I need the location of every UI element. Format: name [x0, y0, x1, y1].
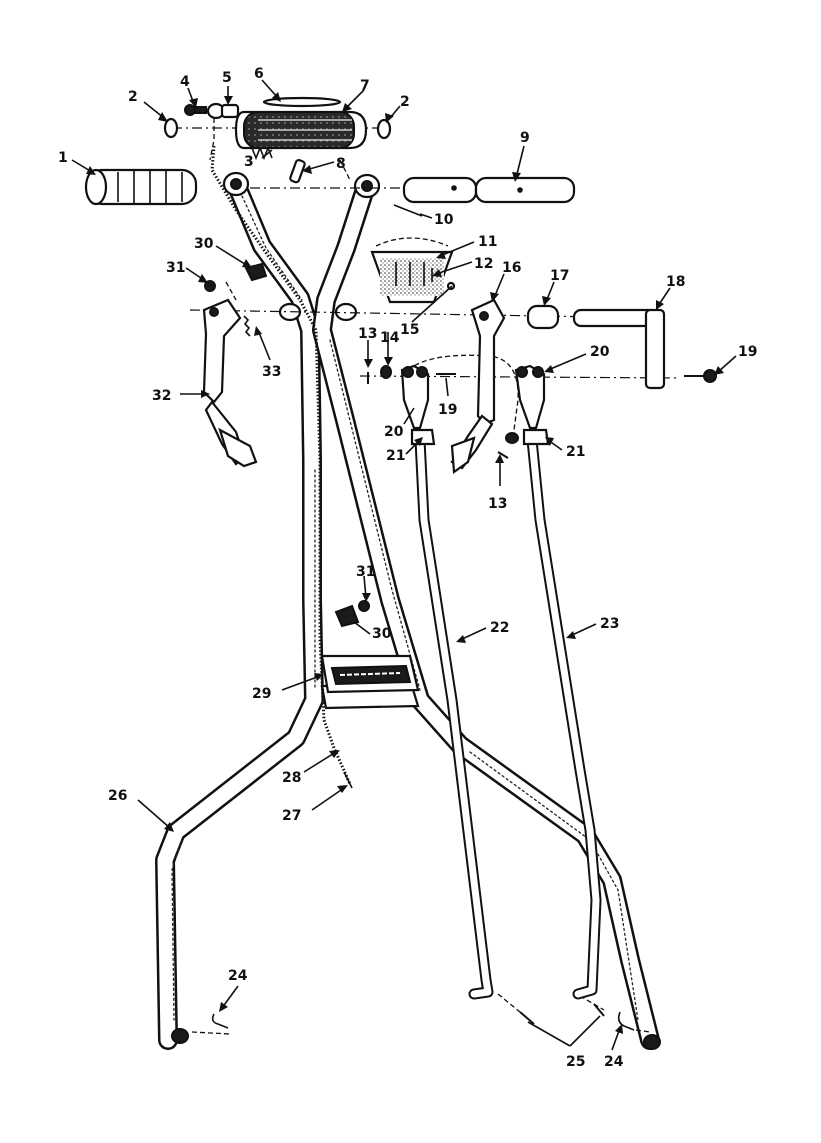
callout-22: 22	[490, 620, 509, 636]
callout-8: 8	[336, 156, 346, 172]
callout-9: 9	[520, 130, 530, 146]
rubber-grip	[84, 168, 198, 206]
callout-19-right: 19	[738, 344, 757, 360]
spring	[251, 145, 273, 161]
callout-30-lower: 30	[372, 626, 392, 642]
callout-17: 17	[550, 268, 569, 284]
callout-7: 7	[360, 78, 370, 94]
callout-2-left: 2	[128, 89, 138, 105]
callout-11: 11	[478, 234, 497, 250]
callout-24-right: 24	[604, 1054, 624, 1070]
callout-4: 4	[180, 74, 190, 90]
callout-32: 32	[152, 388, 171, 404]
callout-2-right: 2	[400, 94, 410, 110]
callout-26: 26	[108, 788, 127, 804]
callout-21-left: 21	[386, 448, 405, 464]
callout-13-left: 13	[358, 326, 377, 342]
collar	[206, 102, 240, 120]
callout-29: 29	[252, 686, 271, 702]
callout-31-lower: 31	[356, 564, 375, 580]
pin-rod	[393, 204, 423, 217]
control-rod-22	[400, 364, 494, 1000]
callout-18: 18	[666, 274, 685, 290]
thrust-washer	[262, 96, 342, 108]
callout-13-right: 13	[488, 496, 507, 512]
callout-25: 25	[566, 1054, 585, 1070]
right-lever-assembly	[367, 298, 717, 475]
handlebar-frame	[155, 171, 661, 1050]
callout-20-left: 20	[384, 424, 404, 440]
callout-33: 33	[262, 364, 281, 380]
callout-14: 14	[380, 330, 400, 346]
throttle-lever	[199, 262, 268, 468]
callout-16: 16	[502, 260, 521, 276]
callout-5: 5	[222, 70, 232, 86]
o-ring-left	[163, 117, 179, 139]
callout-leaders	[71, 79, 737, 1051]
callout-labels: 1 2 2 3 4 5 6 7 8 9 10 11 12 13 13 14 15…	[58, 66, 757, 1070]
nameplate	[320, 654, 420, 694]
callout-1: 1	[58, 150, 68, 166]
callout-21-right: 21	[566, 444, 585, 460]
callout-10: 10	[434, 212, 454, 228]
handle-tube	[402, 176, 576, 204]
callout-15: 15	[400, 322, 419, 338]
roll-pin	[289, 159, 306, 184]
grip-screw	[184, 104, 207, 116]
callout-27: 27	[282, 808, 301, 824]
callout-31-upper: 31	[166, 260, 185, 276]
callout-3: 3	[244, 154, 254, 170]
callout-12: 12	[474, 256, 493, 272]
callout-24-left: 24	[228, 968, 248, 984]
callout-28: 28	[282, 770, 301, 786]
grip-assembly	[84, 96, 576, 217]
twist-grip	[234, 110, 368, 150]
gauge-plate	[370, 237, 456, 304]
callout-6: 6	[254, 66, 264, 82]
callout-30-upper: 30	[194, 236, 214, 252]
callout-23: 23	[600, 616, 619, 632]
callout-20-right: 20	[590, 344, 610, 360]
o-ring-right	[376, 118, 392, 140]
control-rod-23	[514, 364, 602, 1000]
callout-19-center: 19	[438, 402, 457, 418]
lower-small-parts	[211, 600, 635, 1031]
